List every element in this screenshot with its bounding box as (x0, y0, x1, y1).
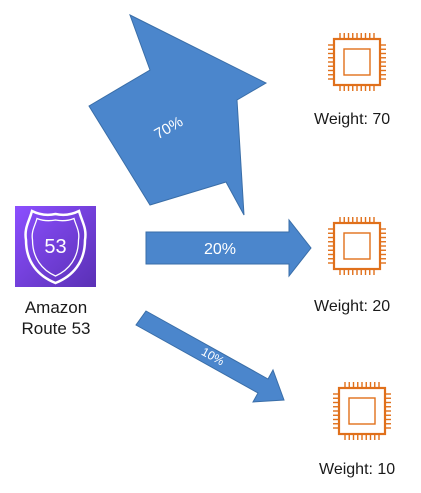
weight-label-20: Weight: 20 (314, 298, 391, 315)
route53-label-line2: Route 53 (21, 319, 91, 338)
route-arrow-70: 70% (88, 13, 268, 216)
route-arrow-10: 10% (135, 310, 285, 403)
ec2-instance-chip-icon (328, 33, 386, 91)
route53-icon: 53 (15, 206, 96, 287)
ec2-instance-chip-icon (333, 382, 391, 440)
route53-badge-text: 53 (44, 236, 66, 258)
weight-label-70: Weight: 70 (314, 111, 391, 128)
route53-label: Amazon Route 53 (6, 297, 106, 339)
ec2-instance-chip-icon (328, 217, 386, 275)
arrow-percent-20: 20% (204, 241, 236, 258)
route-arrow-20: 20% (145, 218, 312, 278)
route53-label-line1: Amazon (24, 298, 88, 317)
weight-label-10: Weight: 10 (319, 461, 396, 478)
